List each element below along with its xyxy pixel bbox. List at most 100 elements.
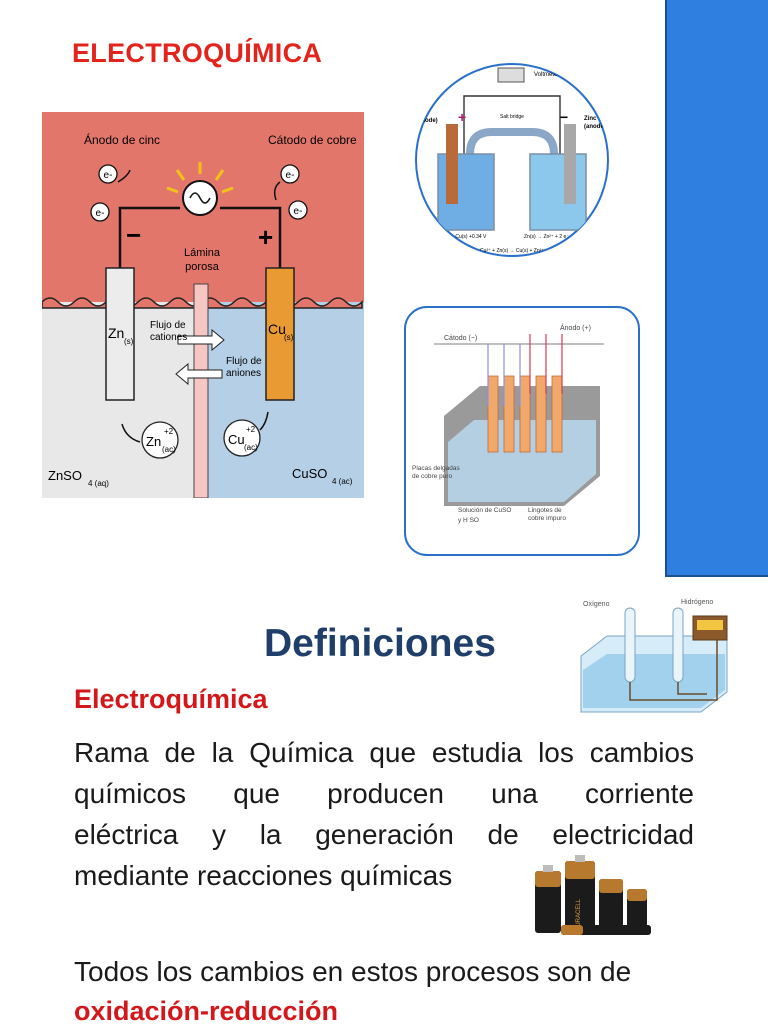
electron-label: e-: [96, 208, 105, 219]
copper-state: (s): [284, 333, 294, 342]
battery-brand: DURACELL: [576, 898, 582, 931]
anode-label: Ánodo de cinc: [84, 132, 160, 147]
ingots-label: cobre impuro: [528, 515, 566, 522]
zinc-electrode: [564, 124, 576, 204]
copper-ion: [223, 419, 261, 457]
oxygen-label: Oxígeno: [583, 601, 610, 608]
electron-icon: [98, 164, 118, 184]
definition-line: químicos que producen una corriente: [74, 778, 694, 809]
ion-arrow: [121, 423, 141, 443]
anion-flow-label: aniones: [226, 368, 261, 379]
copper-symbol: Cu: [268, 321, 286, 337]
zinc-state: (s): [124, 337, 134, 346]
definition-line: Rama de la Química que estudia los cambi…: [74, 737, 694, 768]
membrane-label: porosa: [185, 261, 220, 273]
minus-sign: −: [560, 109, 568, 125]
anode-label: Ánodo (+): [560, 323, 591, 332]
salt-bridge-label: Salt bridge: [500, 114, 524, 120]
battery-icon: [627, 889, 647, 933]
redox-sentence: Todos los cambios en estos procesos son …: [74, 956, 632, 987]
definitions-heading: Definiciones: [264, 622, 496, 665]
wire-right: [220, 206, 282, 268]
cathode-equation: ²⁺ + 2 e⁻ → Cu(s) +0.34 V: [428, 234, 487, 240]
copper-ion-symbol: Cu: [228, 432, 245, 447]
copper-ion-state: (ac): [244, 443, 258, 452]
definition-line: mediante reacciones químicas: [74, 860, 453, 891]
cathode-label: athode): [416, 118, 438, 124]
anion-flow-arrow: [175, 362, 223, 386]
light-bulb-icon: [166, 162, 234, 216]
cation-flow-arrow: [177, 328, 225, 352]
batteries-image: DURACELL: [535, 855, 651, 935]
cathode-leads: [487, 344, 521, 406]
electron-arrow: [117, 169, 131, 183]
anode-equation: Zn(s) → Zn²⁺ + 2 e⁻: [524, 234, 569, 240]
electron-label: e-: [294, 206, 303, 217]
copper-electrode: [446, 124, 458, 204]
electrode-plates: [487, 375, 563, 453]
page-title: ELECTROQUÍMICA: [72, 38, 323, 68]
solution-label: y H: [458, 517, 468, 524]
water-electrolysis-image: Oxígeno Hidrógeno: [580, 599, 728, 713]
zinc-ion-symbol: Zn: [146, 434, 161, 449]
battery-icon: [535, 865, 561, 933]
battery-label: [697, 620, 723, 630]
term-heading: Electroquímica: [74, 684, 268, 714]
voltaic-cell-image: Voltmeter + 1.10 V pper athode) Zinc (an…: [415, 63, 609, 257]
zinc-sulfate-label: ZnSO: [48, 468, 82, 483]
plus-sign: +: [458, 109, 466, 125]
copper-sulfate-label: CuSO: [292, 466, 327, 481]
wire: [629, 640, 718, 701]
battery-icon: [561, 925, 651, 935]
electron-icon: [90, 202, 110, 222]
battery-icon: DURACELL: [565, 855, 595, 933]
wire-left: [118, 206, 180, 268]
copper-sulfate-subscript: 4 (ac): [332, 477, 353, 486]
cation-flow-label: Flujo de: [150, 320, 186, 331]
anode-label: Zinc: [584, 116, 597, 122]
copper-ion-charge: +2: [246, 425, 256, 434]
ingots-label: Lingotes de: [528, 507, 562, 514]
zinc-electrode: [105, 267, 135, 401]
electron-label: e-: [104, 170, 113, 181]
solution-label: SO: [470, 517, 479, 524]
circuit-wire: [463, 95, 561, 192]
anode-label: (anode: [584, 124, 604, 130]
electron-icon: [288, 200, 308, 220]
copper-electrode: [265, 267, 295, 401]
cation-flow-label: cationes: [150, 332, 187, 343]
porous-membrane: [193, 283, 209, 498]
electron-icon: [280, 164, 300, 184]
battery-icon: [599, 879, 623, 933]
cathode-label: Cátodo de cobre: [268, 133, 357, 147]
zinc-symbol: Zn: [108, 325, 124, 341]
anode-leads: [529, 334, 563, 394]
galvanic-cell-diagram: e- e- e- e- Ánodo de cinc Cátodo de cobr…: [42, 112, 364, 498]
voltmeter-icon: [497, 67, 525, 83]
svg-text:y H SO: y H SO: [458, 517, 479, 524]
electrolytic-refining-image: Cátodo (−) Ánodo (+) Placas delgadas de …: [404, 306, 640, 556]
cathode-label: Cátodo (−): [444, 335, 477, 342]
wire: [677, 682, 707, 695]
anion-flow-label: Flujo de: [226, 356, 262, 367]
accent-bar: [665, 0, 768, 577]
electron-label: e-: [286, 170, 295, 181]
solution-label: Solución de CuSO: [458, 507, 511, 514]
definition-line: eléctrica y la generación de electricida…: [74, 819, 694, 850]
anode-sign: −: [126, 220, 141, 250]
membrane-label: Lámina: [184, 247, 221, 259]
zinc-ion-charge: +2: [164, 427, 174, 436]
ion-arrow: [259, 411, 269, 431]
plates-label: de cobre puro: [412, 473, 452, 480]
zinc-ion-state: (ac): [162, 445, 176, 454]
definition-paragraph: Rama de la Química que estudia los cambi…: [74, 732, 694, 896]
voltmeter-label: Voltmeter + 1.10 V: [534, 72, 584, 78]
plates-label: Placas delgadas: [412, 465, 460, 472]
cathode-sign: +: [258, 222, 273, 252]
oxygen-tube: [624, 607, 636, 683]
zinc-sulfate-subscript: 4 (aq): [88, 479, 109, 488]
zinc-ion: [141, 421, 179, 459]
salt-bridge: [466, 128, 558, 155]
hydrogen-label: Hidrógeno: [681, 599, 713, 606]
hydrogen-tube: [672, 607, 684, 683]
